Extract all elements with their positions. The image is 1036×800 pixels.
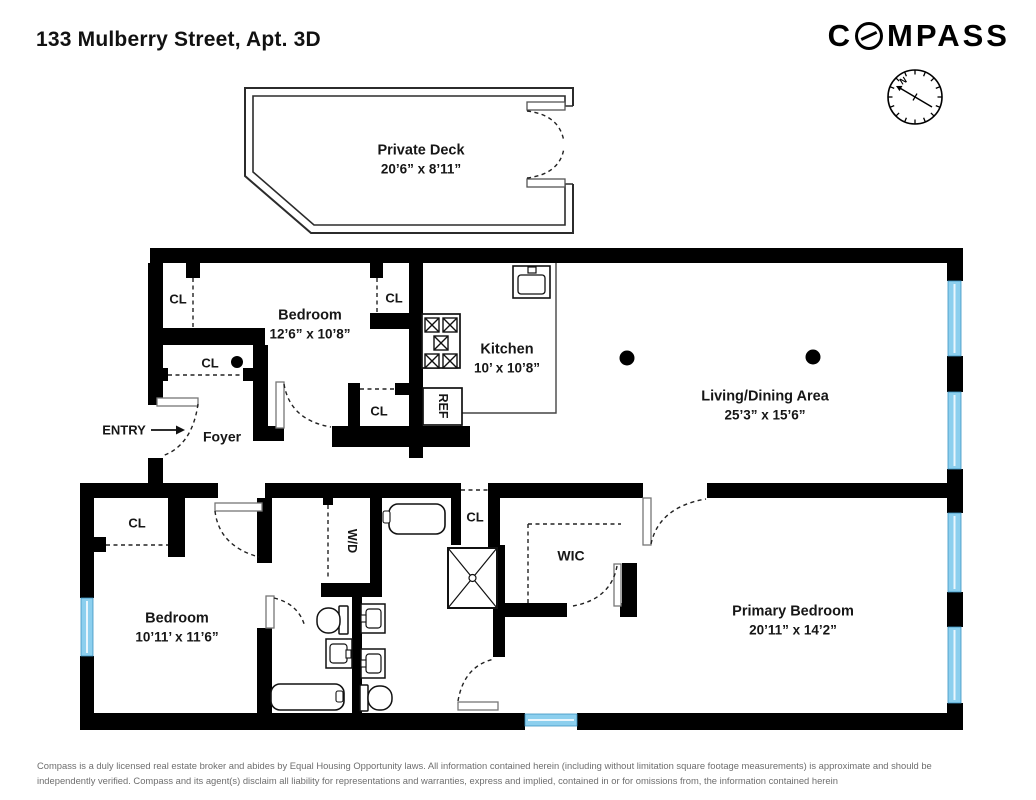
room-name: Living/Dining Area xyxy=(701,388,829,405)
room-dims: 10’ x 10’8” xyxy=(473,360,541,375)
columns xyxy=(231,349,821,368)
column-foyer-closet xyxy=(231,356,243,368)
windows xyxy=(80,280,962,727)
room-name: Primary Bedroom xyxy=(732,603,854,620)
closet-label-bedroom-left: CL xyxy=(128,515,146,531)
door-leaves xyxy=(156,381,652,711)
room-dims: 20’11” x 14’2” xyxy=(749,622,837,637)
bathroom2-sink1-icon xyxy=(360,603,386,634)
closet-label-foyer: CL xyxy=(201,355,219,371)
compass-o-icon xyxy=(855,22,884,50)
room-dims: 10’11’ x 11’6” xyxy=(135,629,219,644)
room-name: Bedroom xyxy=(145,610,209,627)
private-deck-outline xyxy=(244,87,574,234)
bathroom1-door-leaf xyxy=(265,595,275,629)
refrigerator-label: REF xyxy=(435,393,450,419)
bathroom1-sink-icon xyxy=(325,638,353,669)
bathroom2-door-arc xyxy=(457,658,495,702)
column-living-1 xyxy=(619,350,635,366)
compass-rose-icon: N xyxy=(887,69,943,125)
closet-label-kitchen: CL xyxy=(370,403,388,419)
door-arcs xyxy=(161,383,707,702)
wic-label: WIC xyxy=(557,547,585,564)
washer-dryer-label: W/D xyxy=(344,528,359,554)
bathroom2-door-leaf xyxy=(457,701,499,711)
room-name: Bedroom xyxy=(278,307,342,324)
shower-icon xyxy=(447,547,498,609)
room-name: Kitchen xyxy=(480,341,534,358)
entry-door-arc xyxy=(161,403,199,457)
deck-door-leaf-top xyxy=(526,101,566,111)
logo-text-before-o: C xyxy=(827,18,854,53)
disclaimer-line-2: independently verified. Compass and its … xyxy=(37,774,838,786)
closet-label-bedroom-top: CL xyxy=(385,290,403,306)
closet-label-topleft: CL xyxy=(169,291,187,307)
bedroom-left-door-arc xyxy=(214,510,260,558)
bathroom1-toilet-icon xyxy=(316,605,349,635)
disclaimer-line-1: Compass is a duly licensed real estate b… xyxy=(37,760,932,771)
dashed-openings xyxy=(106,278,621,603)
room-label-living-dining: Living/Dining Area 25’3” x 15’6” xyxy=(701,389,829,424)
room-label-bedroom-top: Bedroom 12’6” x 10’8” xyxy=(269,308,350,343)
deck-door-arc-top xyxy=(526,110,565,143)
page-title: 133 Mulberry Street, Apt. 3D xyxy=(36,28,321,51)
primary-door-arc xyxy=(650,498,707,545)
room-label-private-deck: Private Deck 20’6” x 8’11” xyxy=(377,143,464,178)
room-name: Private Deck xyxy=(377,142,465,159)
bathroom2-bathtub-icon xyxy=(382,503,446,535)
compass-logo: C MPASS xyxy=(828,18,1010,54)
room-dims: 12’6” x 10’8” xyxy=(269,326,351,341)
primary-door-leaf xyxy=(642,497,652,546)
window-inner-lines xyxy=(86,284,956,721)
wic-door-arc xyxy=(572,565,618,607)
column-living-2 xyxy=(805,349,821,365)
bathroom2-sink2-icon xyxy=(360,648,386,679)
wic-door-leaf xyxy=(613,563,622,607)
foyer-label: Foyer xyxy=(202,428,242,445)
room-dims: 20’6” x 8’11” xyxy=(380,161,462,176)
bathroom2-toilet-icon xyxy=(359,684,393,712)
logo-text-after-o: MPASS xyxy=(887,18,1010,53)
disclaimer: Compass is a duly licensed real estate b… xyxy=(37,759,1007,788)
entry-label: ENTRY xyxy=(102,422,146,438)
room-label-bedroom-left: Bedroom 10’11’ x 11’6” xyxy=(135,611,218,646)
bathroom1-bathtub-icon xyxy=(270,683,345,711)
room-label-kitchen: Kitchen 10’ x 10’8” xyxy=(474,342,540,377)
closet-label-mid: CL xyxy=(466,509,484,525)
bedroom-left-door-leaf xyxy=(214,502,263,512)
room-dims: 25’3” x 15’6” xyxy=(724,407,806,422)
bedroom-top-door-leaf xyxy=(275,381,285,429)
deck-door-arc-bottom xyxy=(526,147,565,179)
bathroom1-door-arc xyxy=(273,597,306,628)
bedroom-top-door-arc xyxy=(283,383,332,428)
fixtures xyxy=(270,265,551,712)
walls xyxy=(80,248,963,730)
deck-door-leaf-bottom xyxy=(526,178,566,188)
entry-door-leaf xyxy=(156,397,199,407)
compass-north-label: N xyxy=(898,75,909,87)
room-label-primary-bedroom: Primary Bedroom 20’11” x 14’2” xyxy=(732,604,854,639)
refrigerator-icon xyxy=(422,387,463,426)
kitchen-sink-icon xyxy=(512,265,551,299)
stove-icon xyxy=(421,313,461,369)
entry-arrow-icon xyxy=(151,425,185,435)
